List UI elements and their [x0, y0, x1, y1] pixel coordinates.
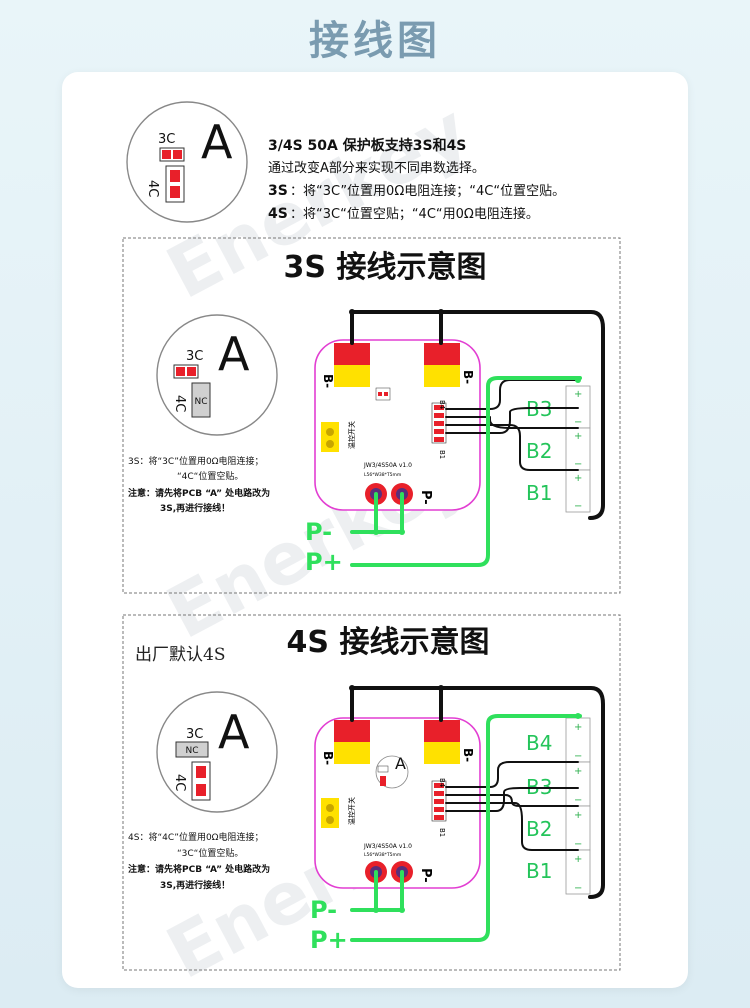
note-3s-line3: 注意：请先将PCB “A” 处电路改为 [128, 487, 270, 499]
board-size-3s: L56*W38*T5mm [364, 472, 401, 478]
jumper-circle-4s [156, 691, 278, 813]
note-4s-line1: 4S：将“4C”位置用0Ω电阻连接； [128, 831, 264, 843]
svg-text:+: + [574, 473, 582, 484]
p-minus-label-4s: P- [310, 896, 337, 924]
note-4s-line4: 3S,再进行接线！ [160, 879, 230, 891]
jumper-circle-3s [156, 314, 278, 436]
svg-text:+: + [574, 431, 582, 442]
battery-pack-4s: ++++ −−−− B4 B3 B2 B1 [526, 717, 591, 895]
circle-label-a-3s: A [218, 327, 250, 381]
notes-4s: 4S：将“4C”位置用0Ω电阻连接； “3C“位置空贴。 注意：请先将PCB “… [128, 831, 270, 891]
label-3c-3s: 3C [186, 349, 203, 364]
b1-label-4s: B1 [438, 828, 446, 837]
pminus-board-4s: P- [418, 868, 433, 883]
battery-pack-3s: +++ −−− B3 B2 B1 [526, 385, 591, 513]
b4-label-3s: B4 [438, 400, 446, 410]
intro-4s-prefix: 4S [268, 206, 288, 222]
section-4s-title: 4S 接线示意图 [287, 625, 490, 660]
note-3s-line2: “4C“位置空贴。 [177, 470, 243, 482]
board-model-4s: JW3/4S50A v1.0 [363, 843, 412, 850]
svg-text:−: − [574, 459, 582, 470]
intro-section: A 3C 4C 3/4S 50A 保护板支持3S和4S 通过改变A部分来实现不同… [126, 101, 565, 223]
circle-label-a-4s: A [218, 705, 250, 759]
switch-label-4s: 温控开关 [347, 797, 356, 825]
svg-text:−: − [574, 795, 582, 806]
svg-text:+: + [574, 722, 582, 733]
label-4c-3s: 4C [172, 395, 187, 412]
jumper-pads-3s: NC [173, 364, 211, 418]
battery-label-b2: B2 [526, 817, 552, 841]
battery-label-b4: B4 [526, 731, 552, 755]
label-3c: 3C [158, 132, 175, 147]
pcb-board-4s: B- B- 温控开关 A B4 B1 JW3/4S50A v1.0 L56*W3… [314, 717, 481, 889]
jumper-pads-intro [159, 147, 185, 203]
default-4s-note: 出厂默认4S [135, 645, 225, 665]
svg-text:−: − [574, 417, 582, 428]
note-4s-line2: “3C“位置空贴。 [177, 847, 243, 859]
bminus-right-3s: B- [461, 370, 475, 384]
svg-text:+: + [574, 766, 582, 777]
svg-text:+: + [574, 810, 582, 821]
intro-line2: ：将“3C”位置用0Ω电阻连接；“4C“位置空贴。 [290, 183, 565, 199]
nc-label-4s: NC [185, 746, 198, 756]
intro-line1: 通过改变A部分来实现不同串数选择。 [268, 160, 485, 176]
section-4s: 4S 接线示意图 出厂默认4S A 3C 4C NC 4S：将“4C”位置用0Ω… [122, 614, 621, 971]
section-4s-frame [122, 614, 621, 971]
wires-3s [349, 309, 605, 567]
label-4c: 4C [145, 180, 160, 197]
intro-line3: ：将“3C“位置空贴；“4C“用0Ω电阻连接。 [290, 206, 539, 222]
pminus-board-3s: P- [418, 490, 433, 505]
battery-label-b1: B1 [526, 859, 552, 883]
svg-text:+: + [574, 389, 582, 400]
notes-3s: 3S：将“3C”位置用0Ω电阻连接； “4C“位置空贴。 注意：请先将PCB “… [128, 455, 270, 514]
p-minus-label-3s: P- [305, 518, 332, 546]
section-3s: 3S 接线示意图 A 3C 4C NC 3S：将“3C”位置用0Ω电阻连接； “… [122, 237, 621, 594]
label-3c-4s: 3C [186, 727, 203, 742]
board-circle-a-4s: A [395, 754, 406, 773]
switch-label-3s: 温控开关 [347, 421, 356, 449]
battery-label-b1: B1 [526, 481, 552, 505]
note-3s-line4: 3S,再进行接线！ [160, 502, 230, 514]
svg-text:−: − [574, 883, 582, 894]
circle-label-a: A [201, 115, 233, 169]
bminus-left-4s: B- [321, 751, 335, 765]
p-plus-label-3s: P+ [305, 548, 343, 576]
b1-label-3s: B1 [438, 450, 446, 459]
board-model-3s: JW3/4S50A v1.0 [363, 462, 412, 469]
svg-text:−: − [574, 751, 582, 762]
wires-4s [349, 685, 605, 942]
section-3s-frame [122, 237, 621, 594]
note-4s-line3: 注意：请先将PCB “A” 处电路改为 [128, 863, 270, 875]
svg-text:+: + [574, 854, 582, 865]
label-4c-4s: 4C [172, 774, 187, 791]
board-size-4s: L56*W38*T5mm [364, 852, 401, 858]
intro-3s-prefix: 3S [268, 183, 288, 199]
note-3s-line1: 3S：将“3C”位置用0Ω电阻连接； [128, 455, 264, 467]
svg-text:−: − [574, 839, 582, 850]
b4-label-4s: B4 [438, 778, 446, 788]
bminus-left-3s: B- [321, 374, 335, 388]
p-plus-label-4s: P+ [310, 926, 348, 954]
intro-heading: 3/4S 50A 保护板支持3S和4S [268, 137, 466, 154]
bminus-right-4s: B- [461, 748, 475, 762]
section-3s-title: 3S 接线示意图 [284, 250, 487, 285]
svg-text:−: − [574, 501, 582, 512]
pcb-board-3s: B- B- 温控开关 B4 B1 JW3/4S50A v1.0 L56*W38*… [314, 339, 481, 511]
nc-label-3s: NC [194, 397, 207, 407]
battery-label-b2: B2 [526, 439, 552, 463]
jumper-circle-intro [126, 101, 248, 223]
jumper-pads-4s: NC [175, 741, 211, 801]
page-title: 接线图 [309, 18, 441, 64]
